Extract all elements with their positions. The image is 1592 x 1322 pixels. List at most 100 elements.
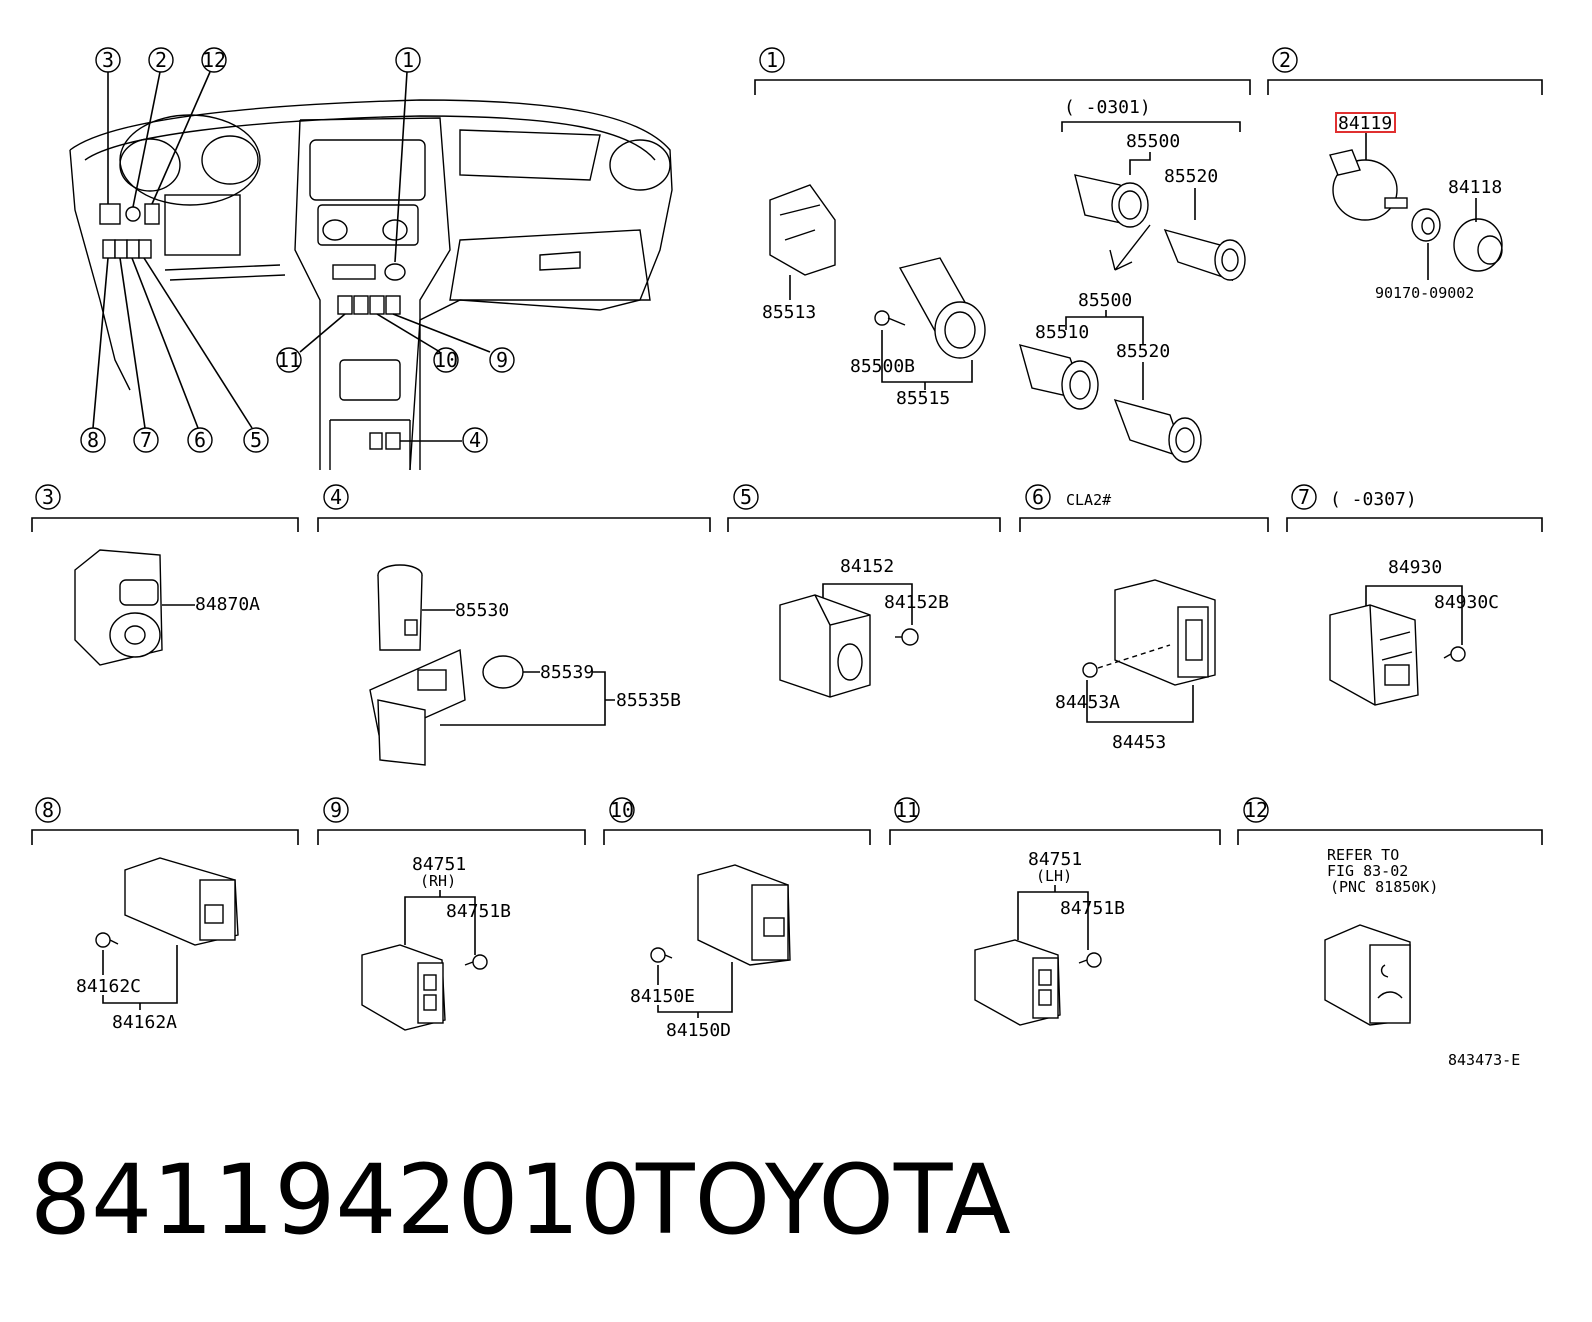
part-label-84152: 84152 xyxy=(840,556,894,577)
dimmer-rheostat-icon xyxy=(779,594,871,698)
reference-note: REFER TO xyxy=(1327,846,1399,864)
part-label-84162A: 84162A xyxy=(112,1012,177,1033)
part-label-84150E: 84150E xyxy=(630,986,695,1007)
dimmer-switch-icon xyxy=(1329,149,1408,221)
variant-note: (LH) xyxy=(1036,867,1072,885)
reference-note: (PNC 81850K) xyxy=(1330,878,1438,896)
overview-callout-label: 7 xyxy=(140,428,152,452)
part-label-84453: 84453 xyxy=(1112,732,1166,753)
lighter-ring-icon xyxy=(898,257,986,359)
dashboard-overview: 3 2 12 1 11 10 9 8 7 6 5 4 xyxy=(69,47,673,471)
part-label-85515: 85515 xyxy=(896,388,950,409)
switch-body-icon xyxy=(124,857,239,946)
lighter-socket-icon xyxy=(1074,174,1149,228)
section-1: 1 ( -0301) 85500 85520 85513 xyxy=(754,47,1251,463)
overview-callout-4: 4 xyxy=(462,427,488,453)
part-label-84162C: 84162C xyxy=(76,976,141,997)
part-label-84119: 84119 xyxy=(1338,113,1392,134)
overview-callout-8: 8 xyxy=(80,427,106,453)
section-number: 9 xyxy=(330,798,342,822)
outlet-cover-icon xyxy=(369,648,466,766)
section-number: 11 xyxy=(895,798,919,822)
part-label-84930C: 84930C xyxy=(1434,592,1499,613)
section-note: CLA2# xyxy=(1066,491,1111,509)
overview-callout-1: 1 xyxy=(395,47,421,73)
lighter-plug-icon xyxy=(1163,228,1246,282)
section-7: 7 ( -0307) 84930 84930C xyxy=(1286,484,1543,706)
part-label-84930: 84930 xyxy=(1388,557,1442,578)
overview-callout-10: 10 xyxy=(433,347,459,373)
trunk-opener-switch-icon xyxy=(1324,924,1411,1026)
section-5: 5 84152 84152B xyxy=(727,484,1001,698)
switch-body-icon xyxy=(697,864,791,966)
overview-callout-label: 5 xyxy=(250,428,262,452)
section-4: 4 85530 85539 85535B xyxy=(317,484,711,766)
lighter-socket-icon xyxy=(1018,344,1099,410)
section-8: 8 84162C 84162A xyxy=(31,797,299,1033)
overview-callout-6: 6 xyxy=(187,427,213,453)
part-label-84152B: 84152B xyxy=(884,592,949,613)
overview-callout-label: 1 xyxy=(402,48,414,72)
part-label-84150D: 84150D xyxy=(666,1020,731,1041)
overview-callout-label: 10 xyxy=(434,348,458,372)
part-label-85535B: 85535B xyxy=(616,690,681,711)
section-number: 6 xyxy=(1032,485,1044,509)
part-label-85520: 85520 xyxy=(1116,341,1170,362)
highlight-box xyxy=(1335,112,1396,133)
power-outlet-icon xyxy=(377,564,423,651)
overview-callout-11: 11 xyxy=(276,347,302,373)
overview-callout-3: 3 xyxy=(95,47,121,73)
reference-note: FIG 83-02 xyxy=(1327,862,1408,880)
screw-icon xyxy=(95,932,119,948)
part-label-85539: 85539 xyxy=(540,662,594,683)
section-9: 9 84751 (RH) 84751B xyxy=(317,797,586,1031)
section-number: 8 xyxy=(42,798,54,822)
part-label-84751B: 84751B xyxy=(446,901,511,922)
section-number: 7 xyxy=(1298,485,1310,509)
switch-body-icon xyxy=(1329,604,1419,706)
section-3: 3 84870A xyxy=(31,484,299,666)
overview-callout-12: 12 xyxy=(201,47,227,73)
section-10: 10 84150E 84150D xyxy=(603,797,871,1041)
range-note: ( -0301) xyxy=(1064,97,1151,118)
part-label-84118: 84118 xyxy=(1448,177,1502,198)
screw-icon xyxy=(1443,646,1466,662)
screw-icon xyxy=(1078,952,1102,968)
section-12: 12 REFER TO FIG 83-02 (PNC 81850K) 84347… xyxy=(1237,797,1543,1069)
lighter-holder-icon xyxy=(769,184,836,276)
overview-callout-label: 4 xyxy=(469,428,481,452)
section-number: 10 xyxy=(610,798,634,822)
overview-callout-7: 7 xyxy=(133,427,159,453)
section-number: 3 xyxy=(42,485,54,509)
part-label-85513: 85513 xyxy=(762,302,816,323)
screw-icon xyxy=(464,954,488,970)
overview-callout-2: 2 xyxy=(148,47,174,73)
mirror-switch-icon xyxy=(74,549,163,666)
part-label-90170-09002: 90170-09002 xyxy=(1375,284,1474,302)
part-label-84870A: 84870A xyxy=(195,594,260,615)
section-note: ( -0307) xyxy=(1330,489,1417,510)
part-label-85500: 85500 xyxy=(1078,290,1132,311)
knob-icon xyxy=(1453,218,1503,272)
part-label-84751B: 84751B xyxy=(1060,898,1125,919)
overview-callout-label: 2 xyxy=(155,48,167,72)
overview-callout-5: 5 xyxy=(243,427,269,453)
section-11: 11 84751 (LH) 84751B xyxy=(889,797,1221,1026)
nut-icon xyxy=(1411,208,1441,242)
part-label-85510: 85510 xyxy=(1035,322,1089,343)
part-label-85500: 85500 xyxy=(1126,131,1180,152)
part-label-85530: 85530 xyxy=(455,600,509,621)
part-label-84751: 84751 xyxy=(412,854,466,875)
overview-callout-label: 12 xyxy=(202,48,226,72)
screw-icon xyxy=(895,628,919,646)
overview-callout-9: 9 xyxy=(489,347,515,373)
screw-icon xyxy=(874,310,906,326)
brand-name: TOYOTA xyxy=(636,1144,1011,1256)
variant-note: (RH) xyxy=(420,872,456,890)
switch-body-icon xyxy=(1114,579,1216,686)
screw-icon xyxy=(650,947,673,963)
overview-callout-label: 9 xyxy=(496,348,508,372)
section-6: 6 CLA2# 84453A 84453 xyxy=(1019,484,1269,753)
section-number: 4 xyxy=(330,485,342,509)
